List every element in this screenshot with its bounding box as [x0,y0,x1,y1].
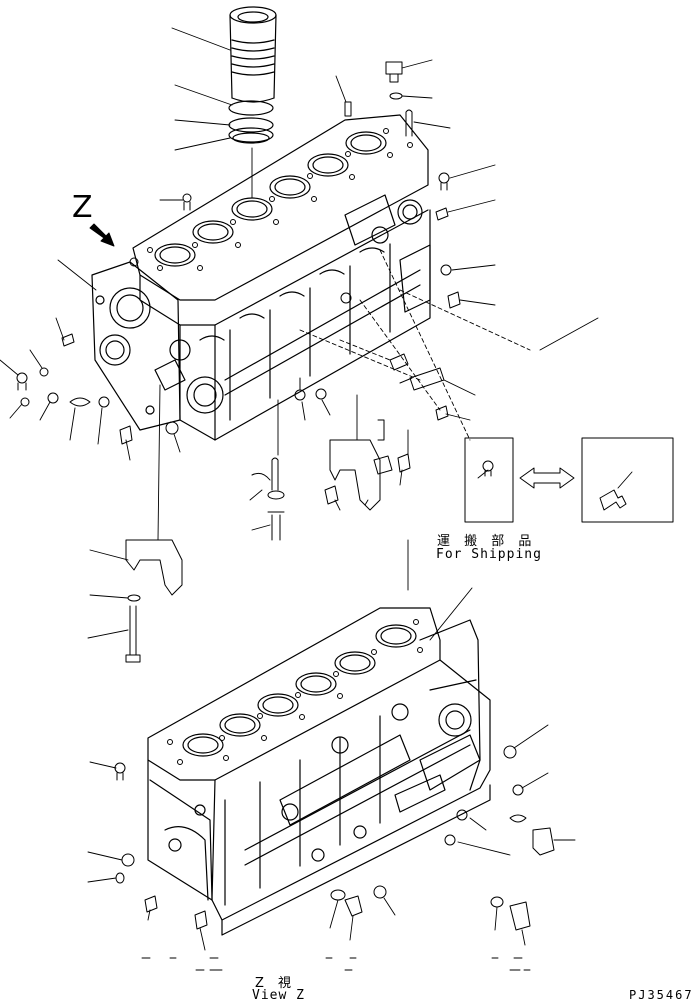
view-z-arrow [89,223,115,247]
drawing-code: PJ35467 [629,988,694,1002]
shipping-label-en: For Shipping [436,547,542,562]
cylinder-liner [229,6,277,103]
upper-small-parts [16,61,461,663]
shipping-label-jp: 運 搬 部 品 [437,534,537,549]
upper-cylinder-block [91,114,431,441]
view-marker-z: Z [72,190,94,225]
view-z-caption-jp: Z 視 [255,976,297,991]
liner-o-rings [228,100,274,144]
lower-leader-lines [87,587,576,951]
upper-leader-lines [0,27,599,639]
assembly-lines [157,147,531,591]
bottom-dash-marks [141,957,531,971]
shipping-parts-boxes [464,437,674,523]
lower-cylinder-block [147,607,491,936]
view-z-caption-en: View Z [252,988,305,1003]
